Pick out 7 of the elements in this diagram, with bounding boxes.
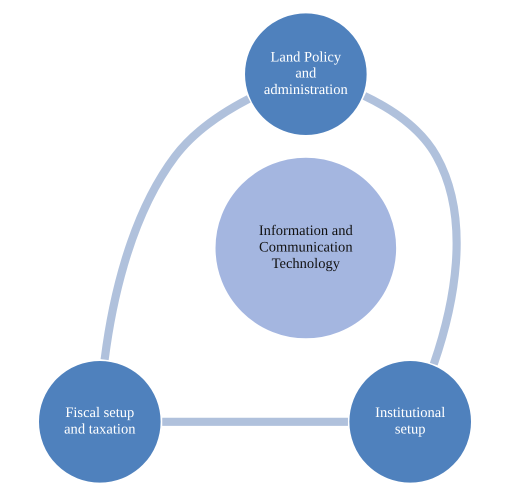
- node-circle: Information and Communication Technology: [212, 154, 399, 342]
- node-circle: Fiscal setup and taxation: [36, 358, 164, 486]
- node-circle: Land Policy and administration: [242, 10, 370, 138]
- connector: [162, 418, 348, 426]
- connector: [362, 92, 461, 366]
- connector: [100, 95, 251, 360]
- node-circle: Institutional setup: [346, 358, 474, 486]
